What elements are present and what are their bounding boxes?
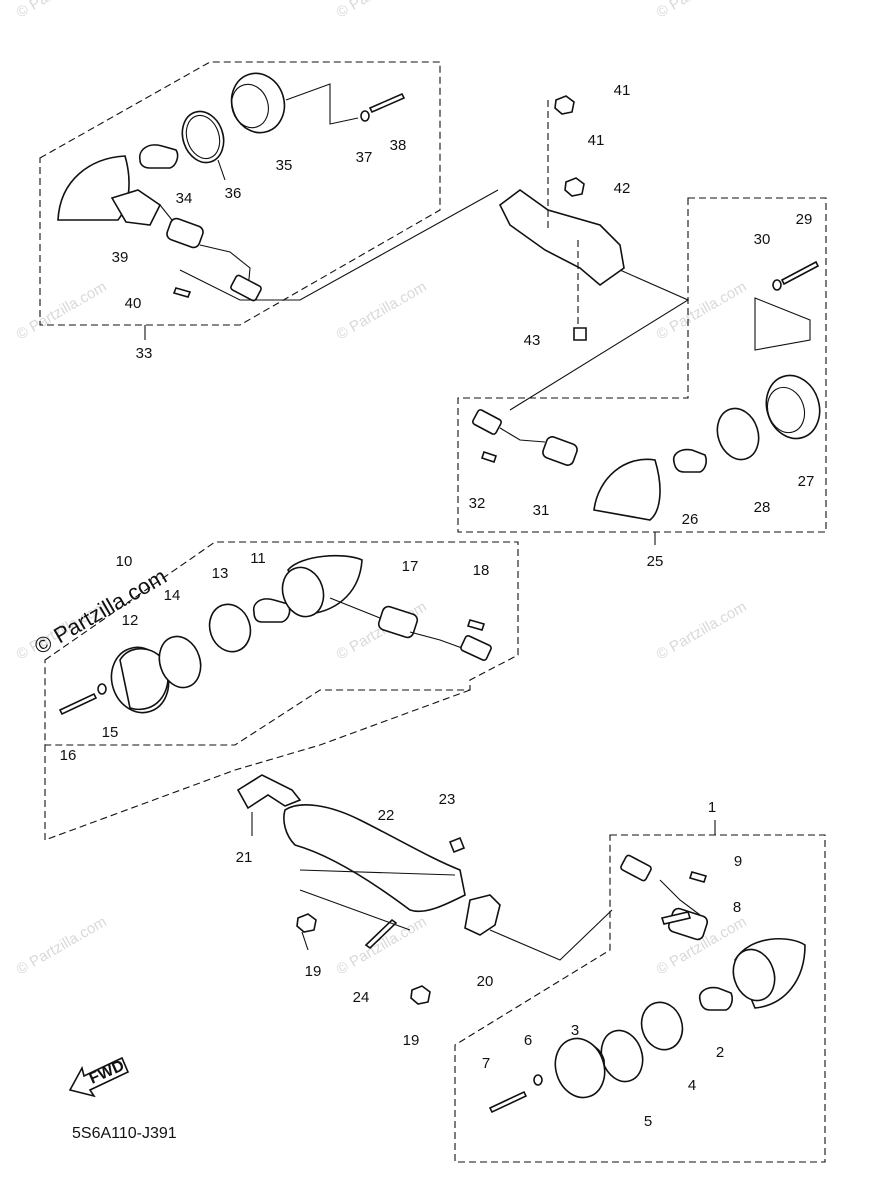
callout-number: 10 xyxy=(116,553,133,570)
watermark-text: © Partzilla.com xyxy=(14,278,110,343)
callout-number: 24 xyxy=(353,989,370,1006)
watermark-text: © Partzilla.com xyxy=(334,913,430,978)
callout-number: 17 xyxy=(402,558,419,575)
callout-number: 40 xyxy=(125,295,142,312)
callout-number: 7 xyxy=(482,1055,490,1072)
watermark-text: © Partzilla.com xyxy=(14,913,110,978)
rim-housing-icon xyxy=(230,72,286,134)
callout-number: 32 xyxy=(469,495,486,512)
callout-number: 34 xyxy=(176,190,193,207)
watermark-text: © Partzilla.com xyxy=(654,598,750,663)
callout-number: 6 xyxy=(524,1032,532,1049)
callout-number: 30 xyxy=(754,231,771,248)
fwd-arrow-icon xyxy=(68,1056,130,1098)
assembly-33 xyxy=(39,61,499,340)
callout-number: 22 xyxy=(378,807,395,824)
callout-number: 8 xyxy=(733,899,741,916)
callout-number: 3 xyxy=(571,1022,579,1039)
callout-number: 1 xyxy=(708,799,716,816)
callout-number: 20 xyxy=(477,973,494,990)
callout-number: 19 xyxy=(305,963,322,980)
nut-icon xyxy=(554,95,575,115)
callout-number: 28 xyxy=(754,499,771,516)
callout-number: 41 xyxy=(614,82,631,99)
callout-number: 5 xyxy=(644,1113,652,1130)
callout-number: 37 xyxy=(356,149,373,166)
callout-number: 19 xyxy=(403,1032,420,1049)
watermark-main: © Partzilla.com xyxy=(30,564,171,660)
callout-number: 26 xyxy=(682,511,699,528)
watermark-text: © Partzilla.com xyxy=(654,278,750,343)
callout-number: 2 xyxy=(716,1044,724,1061)
watermark-text: © Partzilla.com xyxy=(334,278,430,343)
diagram-code: 5S6A110-J391 xyxy=(72,1125,177,1142)
callout-number: 41 xyxy=(588,132,605,149)
callout-number: 31 xyxy=(533,502,550,519)
callout-number: 4 xyxy=(688,1077,696,1094)
watermark-text: © Partzilla.com xyxy=(14,0,110,21)
callout-number: 36 xyxy=(225,185,242,202)
callout-number: 33 xyxy=(136,345,153,362)
callout-number: 29 xyxy=(796,211,813,228)
bracket-42 xyxy=(498,95,625,341)
callout-number: 42 xyxy=(614,180,631,197)
assembly-1 xyxy=(454,820,826,1163)
callout-number: 38 xyxy=(390,137,407,154)
center-bracket xyxy=(236,774,613,1005)
watermark-text: © Partzilla.com xyxy=(334,598,430,663)
callout-number: 11 xyxy=(250,550,266,567)
callout-number: 23 xyxy=(439,791,456,808)
assembly-25 xyxy=(457,197,827,545)
callout-number: 25 xyxy=(647,553,664,570)
callout-number: 27 xyxy=(798,473,815,490)
watermark-text: © Partzilla.com xyxy=(654,0,750,21)
callout-number: 18 xyxy=(473,562,490,579)
cover-icon xyxy=(283,804,466,913)
seal-ring-icon xyxy=(181,110,225,164)
callout-number: 14 xyxy=(164,587,181,604)
callout-number: 13 xyxy=(212,565,229,582)
callout-number: 35 xyxy=(276,157,293,174)
bracket-icon xyxy=(498,189,625,287)
callout-number: 39 xyxy=(112,249,129,266)
callout-number: 16 xyxy=(60,747,77,764)
callout-number: 21 xyxy=(236,849,253,866)
bulb-icon xyxy=(138,144,179,169)
fwd-arrow: FWD xyxy=(68,1056,130,1098)
callout-number: 9 xyxy=(734,853,742,870)
callout-number: 15 xyxy=(102,724,119,741)
watermark-text: © Partzilla.com xyxy=(334,0,430,21)
fwd-label: FWD xyxy=(87,1057,127,1087)
callout-number: 12 xyxy=(122,612,139,629)
callout-number: 43 xyxy=(524,332,541,349)
assembly-10 xyxy=(44,541,519,841)
